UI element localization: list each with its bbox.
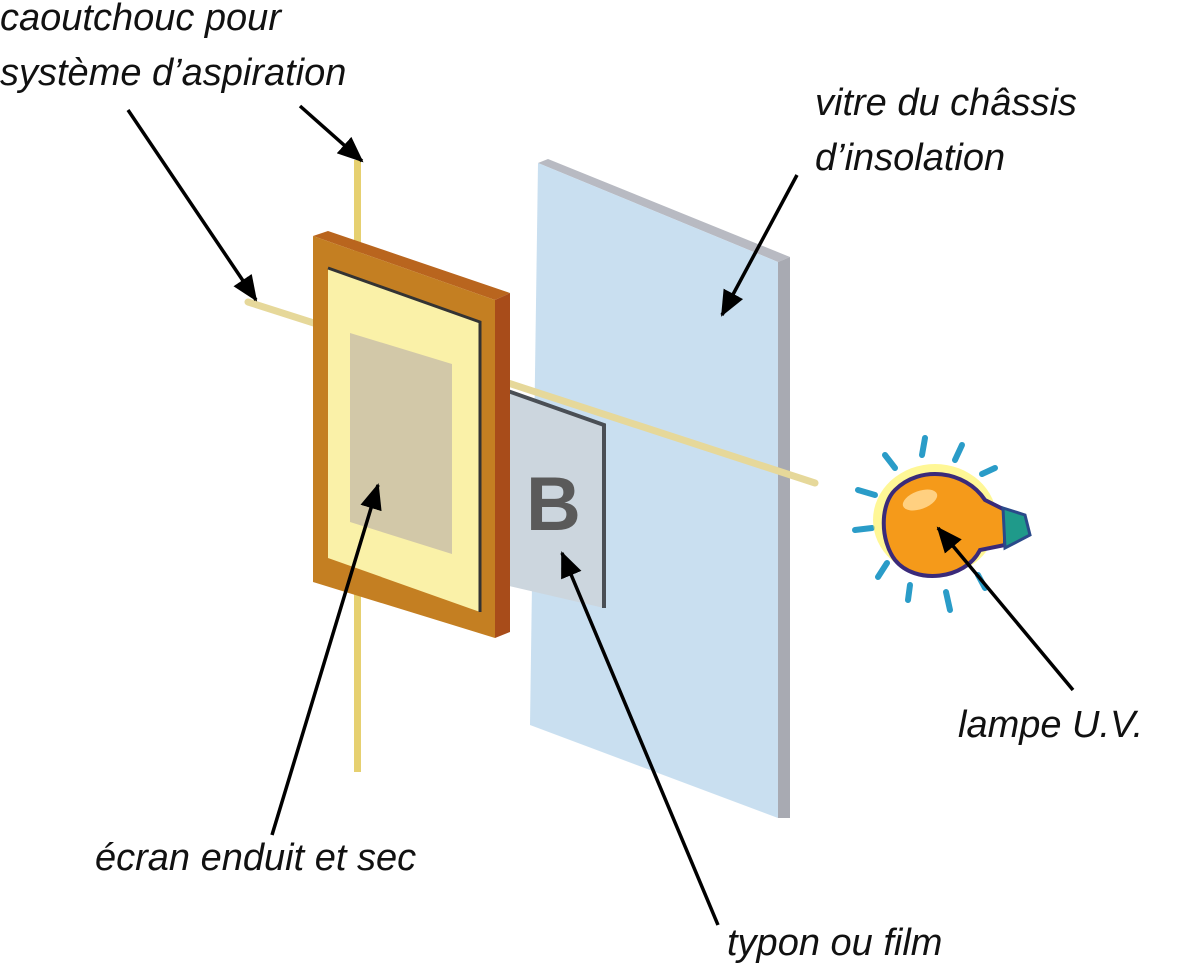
film-letter: B [526,462,581,547]
horizontal-rubber-rod-back [244,298,324,329]
label-glass-line2: d’insolation [815,137,1005,179]
label-rubber-line2: système d’aspiration [0,52,346,94]
label-lamp: lampe U.V. [958,704,1143,746]
label-film: typon ou film [727,922,942,964]
arrow-film [560,551,720,926]
pointer-arrows [126,104,1075,926]
label-glass-line1: vitre du châssis [815,82,1077,124]
screen-frame [313,231,510,638]
arrow-screen [270,483,382,836]
arrow-lamp [936,526,1075,692]
emulsion-area [350,333,452,554]
exposure-glass [530,159,790,818]
arrow-rubber-top [298,104,364,163]
arrow-glass [720,174,799,317]
label-rubber-line1: caoutchouc pour [0,0,282,39]
arrow-rubber-left [126,109,258,302]
horizontal-rubber-rod-front [501,378,819,487]
film-transparency: B [504,388,606,608]
label-screen: écran enduit et sec [95,837,416,879]
uv-lamp-icon [852,435,1032,613]
